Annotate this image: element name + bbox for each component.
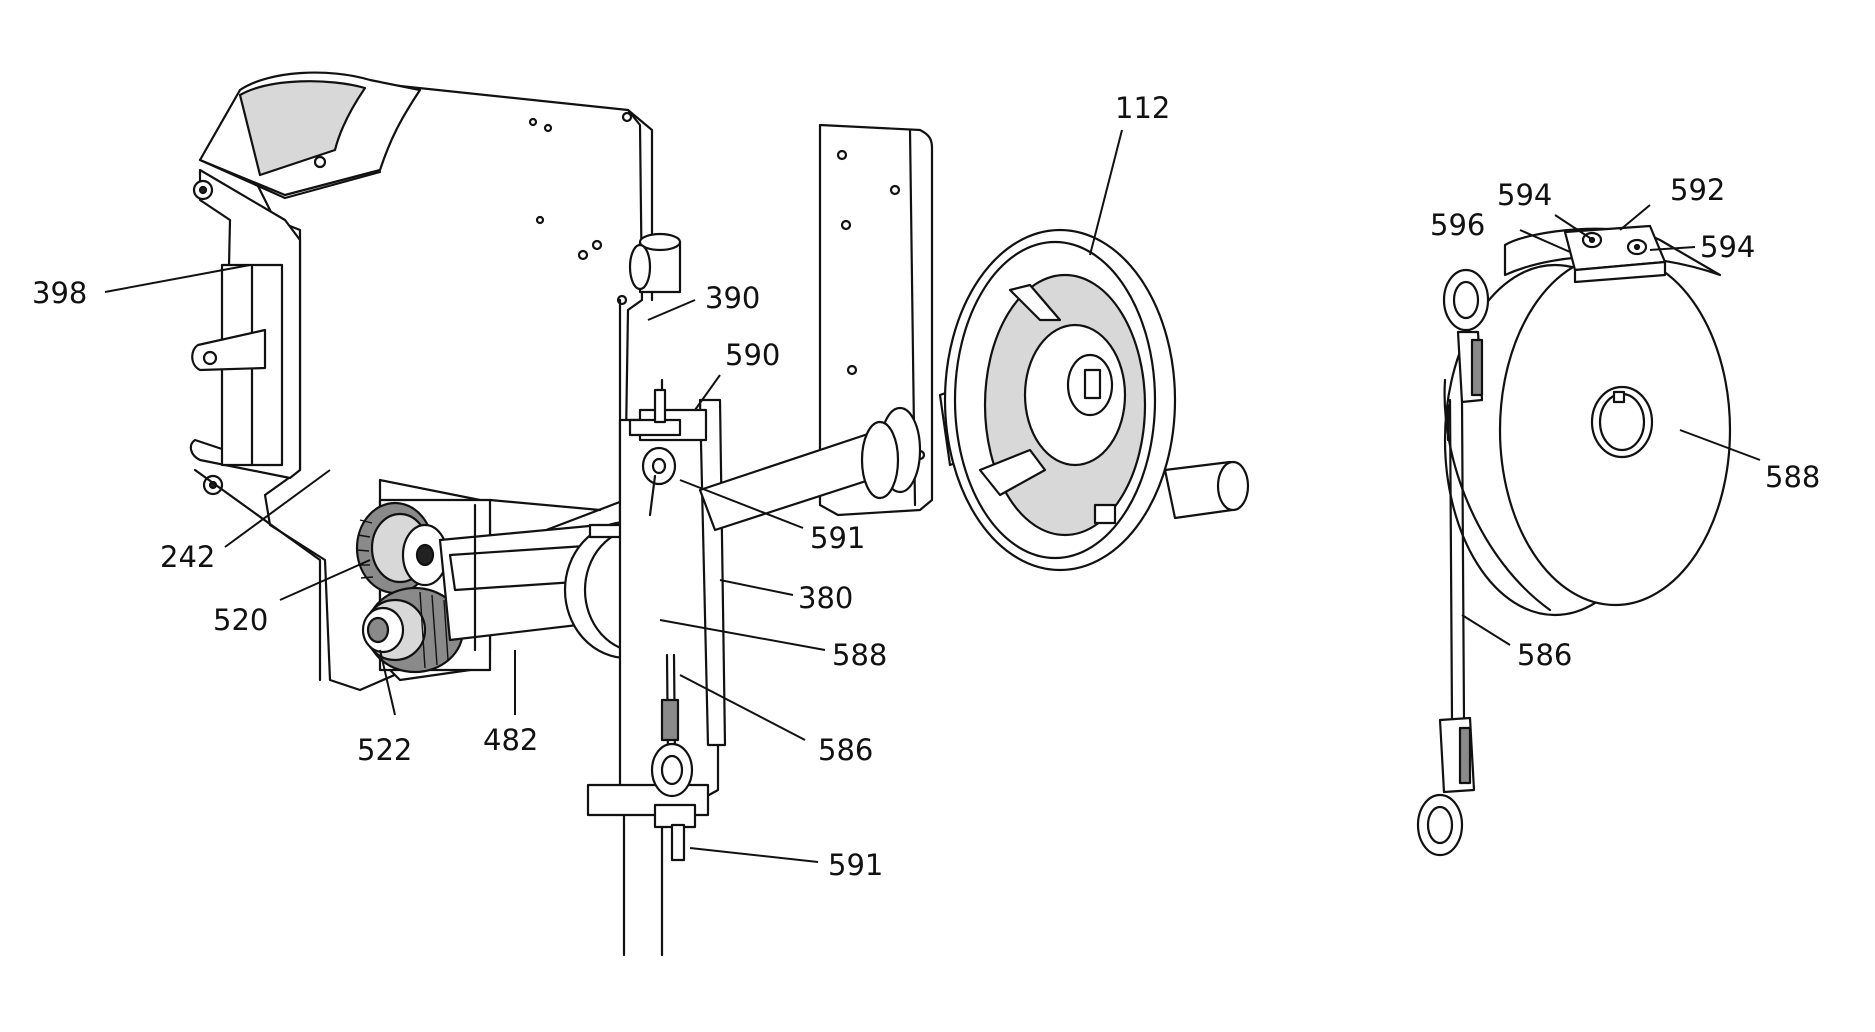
label-591-lower: 591 (828, 848, 883, 882)
label-594-left: 594 (1497, 178, 1552, 212)
label-591-upper: 591 (810, 521, 865, 555)
label-588-main: 588 (832, 638, 887, 672)
label-586-detail: 586 (1517, 638, 1572, 672)
label-380: 380 (798, 581, 853, 615)
hand-wheel-112 (945, 230, 1248, 570)
label-390: 390 (705, 281, 760, 315)
label-398: 398 (32, 276, 87, 310)
reel-detail (1445, 229, 1730, 615)
label-590: 590 (725, 338, 780, 372)
label-242: 242 (160, 540, 215, 574)
label-588-detail: 588 (1765, 460, 1820, 494)
label-592: 592 (1670, 173, 1725, 207)
label-520: 520 (213, 603, 268, 637)
label-594-right: 594 (1700, 230, 1755, 264)
label-586-main: 586 (818, 733, 873, 767)
clamp-592 (1565, 226, 1665, 282)
label-482: 482 (483, 723, 538, 757)
label-522: 522 (357, 733, 412, 767)
label-112: 112 (1115, 91, 1170, 125)
label-596: 596 (1430, 208, 1485, 242)
